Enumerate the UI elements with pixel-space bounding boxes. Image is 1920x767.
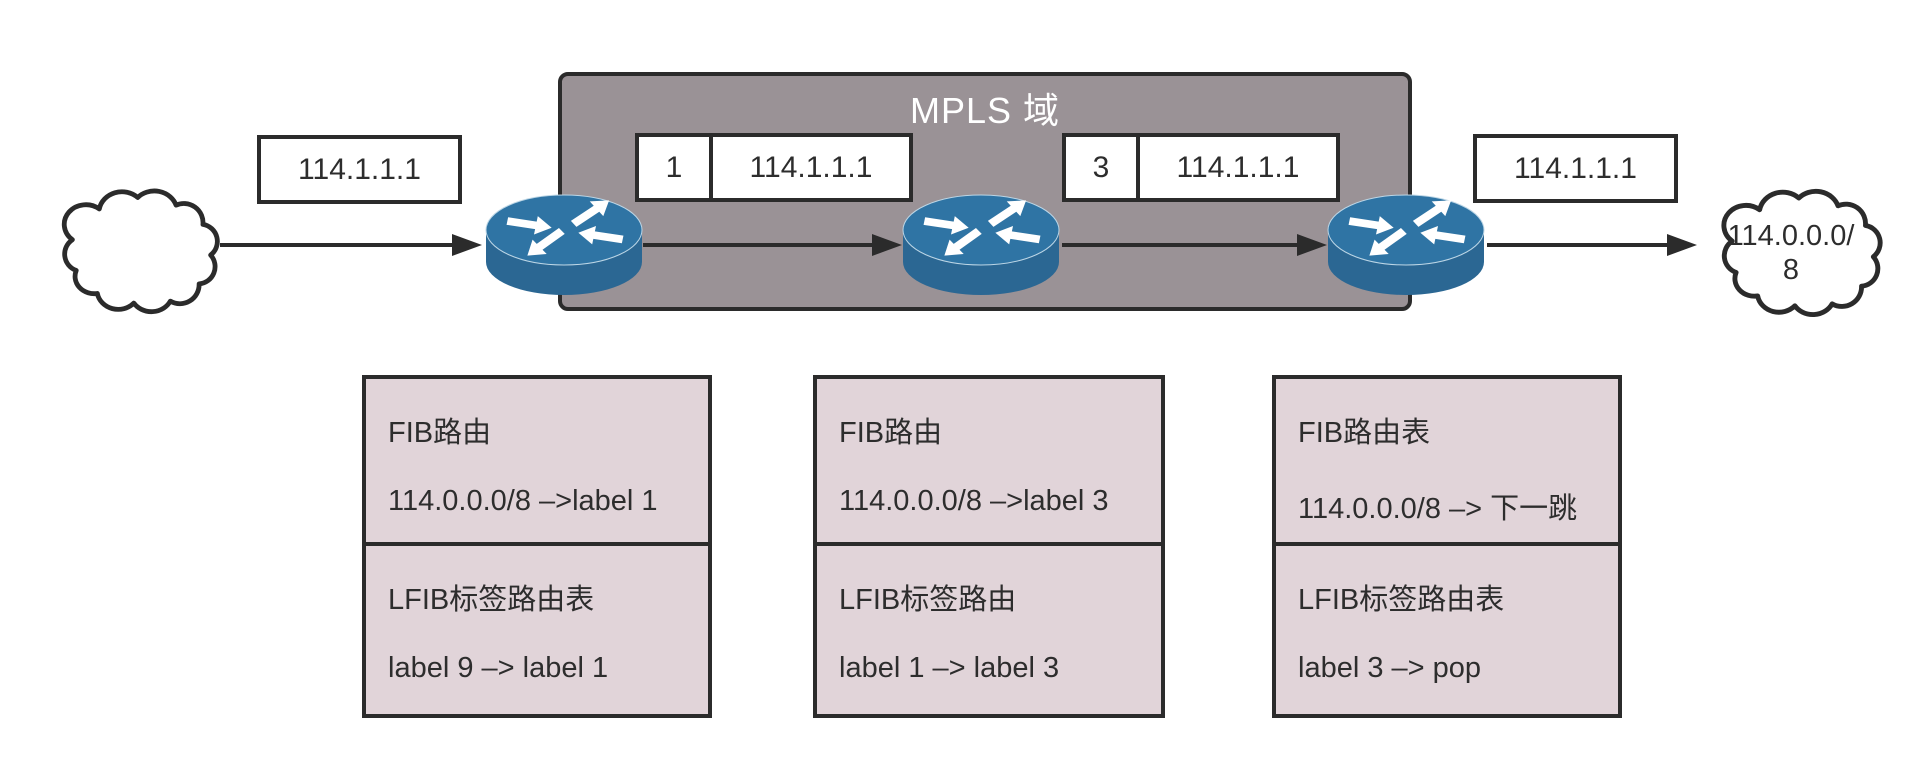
fib-title: FIB路由 — [839, 417, 943, 449]
arrow-cloud-to-router1 — [220, 243, 452, 247]
fib-entry: 114.0.0.0/8 –>label 3 — [839, 485, 1109, 517]
packet-labeled-1: 1 114.1.1.1 — [635, 133, 913, 202]
destination-cloud-label: 114.0.0.0/ 8 — [1693, 219, 1889, 287]
cloud-icon — [61, 188, 220, 315]
lfib-entry: label 1 –> label 3 — [839, 652, 1060, 684]
cloud-icon — [1721, 188, 1883, 318]
packet-egress-ip: 114.1.1.1 — [1473, 134, 1678, 203]
packet-mpls-label: 3 — [1066, 137, 1140, 198]
router-icon-ingress-lsr — [485, 194, 643, 295]
fib-entry: 114.0.0.0/8 –>label 1 — [388, 485, 658, 517]
packet-labeled-3: 3 114.1.1.1 — [1062, 133, 1340, 202]
packet-ip-value: 114.1.1.1 — [1514, 151, 1637, 185]
arrowhead-icon — [452, 234, 482, 256]
source-network-cloud — [34, 172, 226, 317]
lfib-entry: label 3 –> pop — [1298, 652, 1482, 684]
router-icon-transit-lsr — [902, 194, 1060, 295]
lfib-section: LFIB标签路由表 label 3 –> pop — [1276, 542, 1618, 714]
arrowhead-icon — [872, 234, 902, 256]
fib-section: FIB路由 114.0.0.0/8 –>label 1 — [366, 379, 708, 542]
lfib-title: LFIB标签路由表 — [1298, 584, 1505, 616]
fib-title: FIB路由表 — [1298, 417, 1431, 449]
fib-section: FIB路由 114.0.0.0/8 –>label 3 — [817, 379, 1161, 542]
packet-mpls-label: 1 — [639, 137, 713, 198]
destination-network-cloud: 114.0.0.0/ 8 — [1693, 172, 1889, 320]
arrowhead-icon — [1667, 234, 1697, 256]
packet-ingress-ip: 114.1.1.1 — [257, 135, 462, 204]
packet-ip-value: 114.1.1.1 — [298, 152, 421, 186]
fib-title: FIB路由 — [388, 417, 492, 449]
fib-entry: 114.0.0.0/8 –> 下一跳 — [1298, 493, 1578, 525]
destination-prefix-line2: 8 — [1782, 254, 1800, 286]
router-icon-egress-lsr — [1327, 194, 1485, 295]
lfib-entry: label 9 –> label 1 — [388, 652, 609, 684]
destination-prefix-line1: 114.0.0.0/ — [1727, 220, 1855, 252]
packet-ip-value: 114.1.1.1 — [749, 150, 873, 184]
packet-ip-value: 114.1.1.1 — [1176, 150, 1300, 184]
fib-lfib-table-ingress-lsr: FIB路由 114.0.0.0/8 –>label 1 LFIB标签路由表 la… — [362, 375, 712, 718]
arrowhead-icon — [1297, 234, 1327, 256]
lfib-title: LFIB标签路由表 — [388, 584, 595, 616]
arrow-router3-to-cloud — [1487, 243, 1667, 247]
arrow-router2-to-router3 — [1062, 243, 1297, 247]
arrow-router1-to-router2 — [643, 243, 872, 247]
mpls-domain-title: MPLS 域 — [909, 90, 1061, 131]
fib-lfib-table-egress-lsr: FIB路由表 114.0.0.0/8 –> 下一跳 LFIB标签路由表 labe… — [1272, 375, 1622, 718]
fib-section: FIB路由表 114.0.0.0/8 –> 下一跳 — [1276, 379, 1618, 542]
lfib-section: LFIB标签路由 label 1 –> label 3 — [817, 542, 1161, 714]
fib-lfib-table-transit-lsr: FIB路由 114.0.0.0/8 –>label 3 LFIB标签路由 lab… — [813, 375, 1165, 718]
lfib-title: LFIB标签路由 — [839, 584, 1017, 616]
lfib-section: LFIB标签路由表 label 9 –> label 1 — [366, 542, 708, 714]
